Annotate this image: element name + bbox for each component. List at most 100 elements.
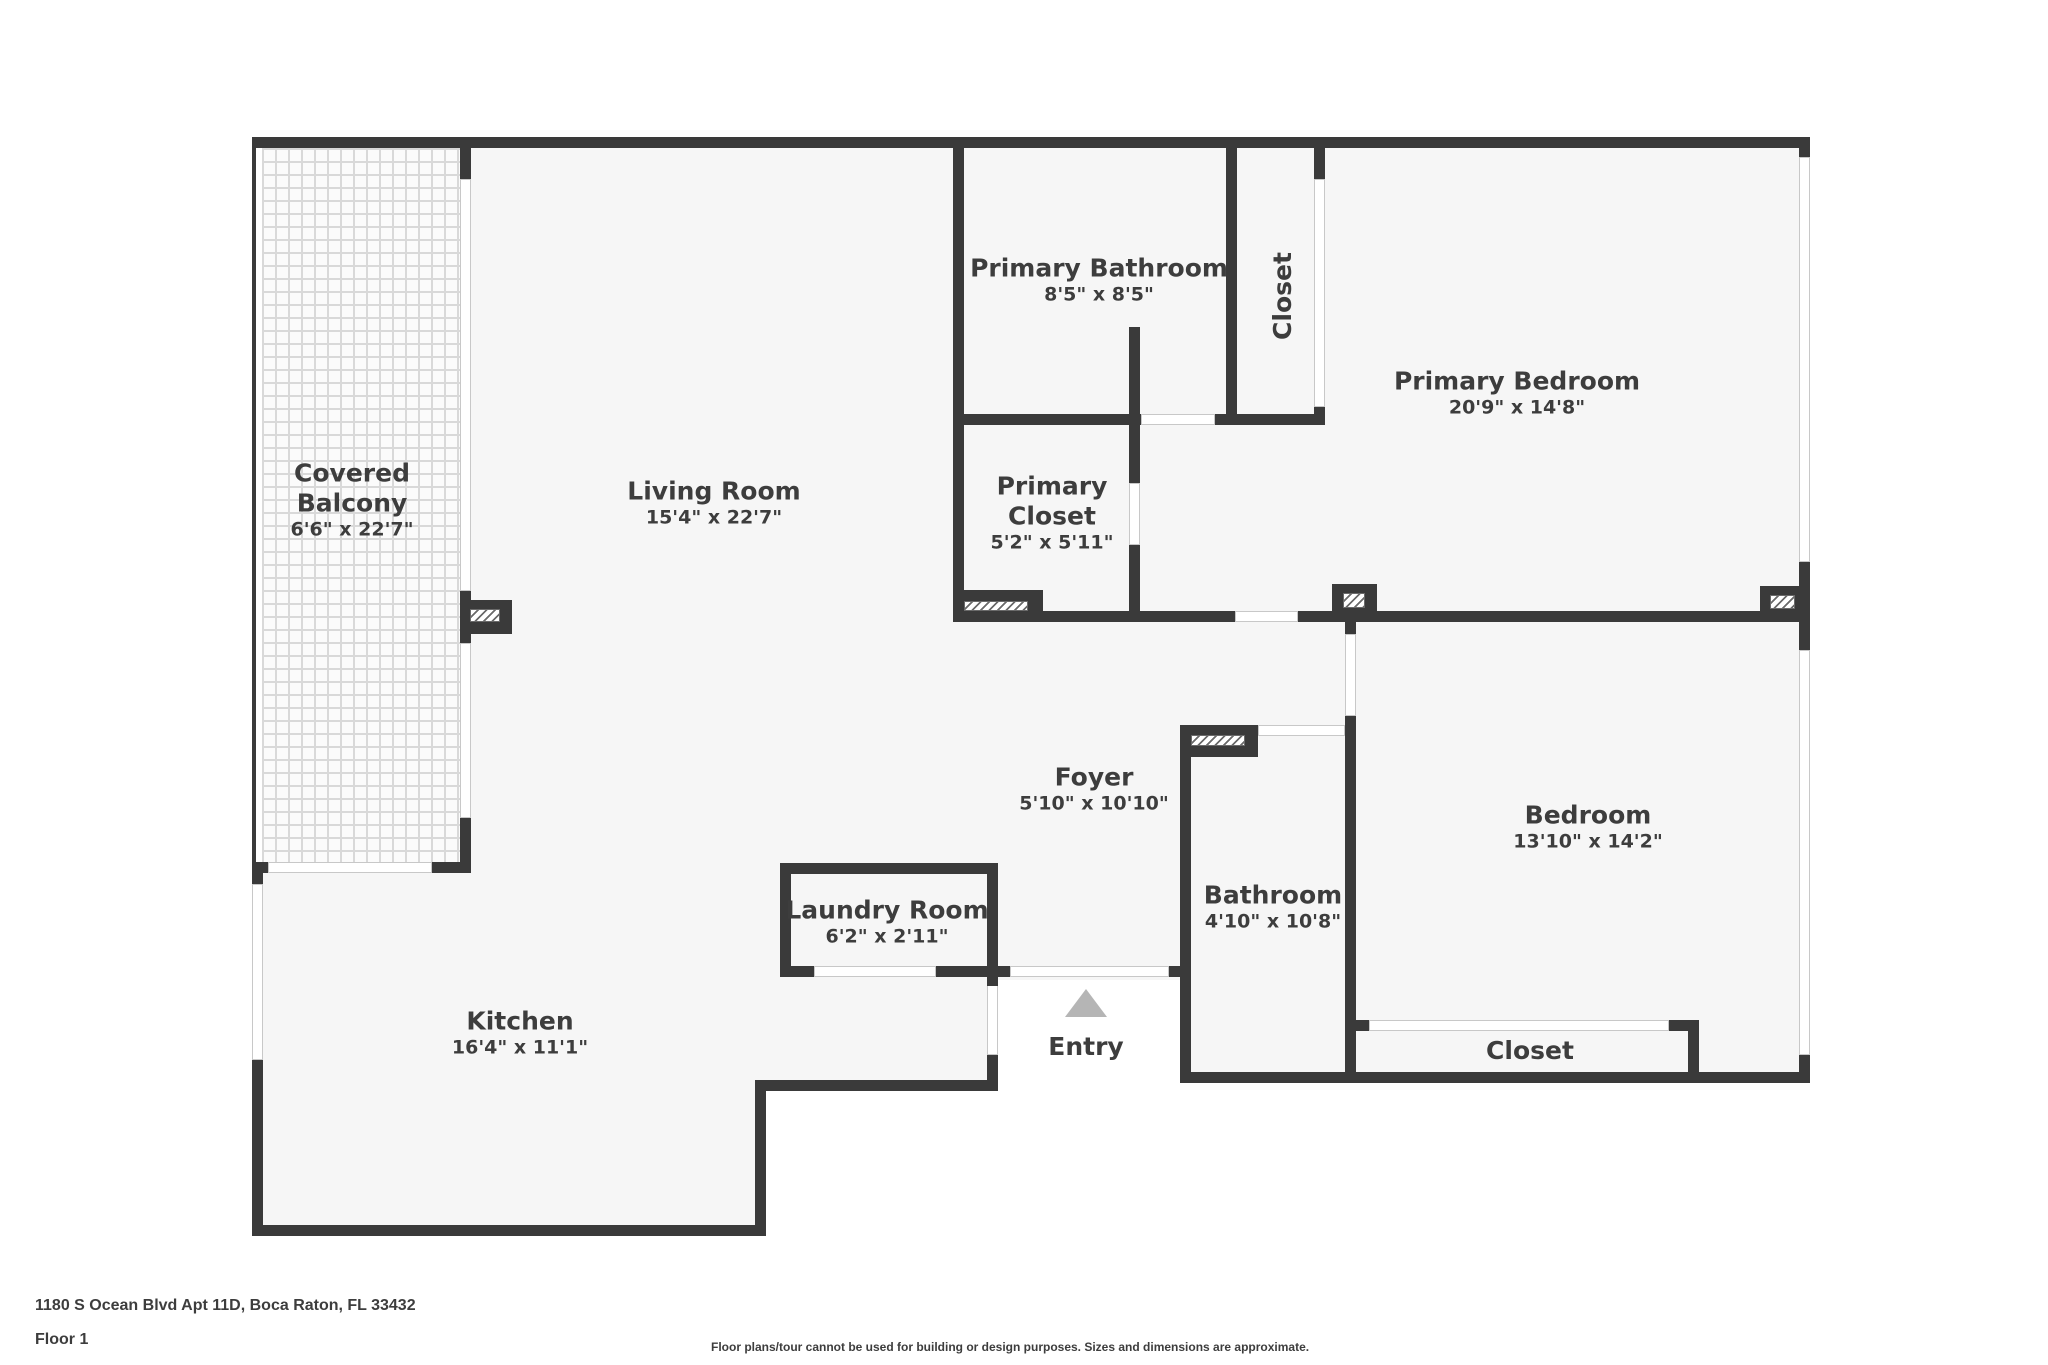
laundry-door <box>814 966 936 977</box>
wall-kitchen-step-horiz <box>755 1080 998 1091</box>
room-name: Primary <box>996 471 1108 501</box>
floor-label: Floor 1 <box>35 1331 89 1348</box>
room-dims: 5'10" x 10'10" <box>1019 792 1169 815</box>
wall-right-top <box>1799 137 1810 157</box>
wall-bedroom-bottom <box>1180 1072 1810 1083</box>
bathroom-floor <box>1190 730 1350 1075</box>
wall-primary-bath-right <box>1226 137 1237 425</box>
wall-middle-left <box>953 611 1235 622</box>
foyer-label: Foyer 5'10" x 10'10" <box>1019 763 1168 816</box>
primary-bedroom-label: Primary Bedroom 20'9" x 14'8" <box>1394 367 1640 420</box>
room-name: Primary Bedroom <box>1393 366 1641 396</box>
bedroom-door <box>1345 634 1356 716</box>
column-1-hatch <box>1343 593 1365 608</box>
kitchen-floor <box>263 873 763 1228</box>
entry-arrow-icon <box>1065 989 1107 1017</box>
wall-primary-closet-right-bottom <box>1129 545 1140 622</box>
bathroom-door <box>1258 725 1345 736</box>
closet-vertical-label: Closet <box>1268 252 1298 340</box>
wall-laundry-bottom-right <box>936 966 998 977</box>
wall-balcony-bottom-left <box>252 862 268 873</box>
laundry-room-label: Laundry Room 6'2" x 2'11" <box>785 896 988 949</box>
primary-bedroom-window <box>1799 157 1810 562</box>
wall-closet-top-right <box>1669 1020 1699 1031</box>
address: 1180 S Ocean Blvd Apt 11D, Boca Raton, F… <box>35 1297 416 1314</box>
wall-primary-bath-left <box>953 137 964 622</box>
wall-kitchen-step-vert <box>755 1080 766 1236</box>
wall-primary-bath-stub <box>1129 327 1140 415</box>
primary-closet-label: Primary Closet 5'2" x 5'11" <box>990 472 1113 555</box>
entry-door[interactable] <box>1010 966 1169 977</box>
primary-closet-hatch <box>964 601 1028 611</box>
balcony-column-hatch <box>470 609 500 622</box>
wall-closet-right <box>1688 1020 1699 1083</box>
wall-primary-bath-bottom <box>953 414 1141 425</box>
wall-left-kitchen-upper <box>252 866 263 884</box>
wall-closet-top-left <box>1352 1020 1369 1031</box>
room-name: Bedroom <box>1524 800 1652 830</box>
column-2-hatch <box>1770 595 1795 609</box>
room-name: Balcony <box>296 488 408 518</box>
wall-kitchen-entry-vert <box>987 1055 998 1091</box>
bedroom-floor <box>1352 620 1802 1075</box>
disclaimer: Floor plans/tour cannot be used for buil… <box>711 1340 1310 1354</box>
entry-label: Entry <box>1048 1032 1123 1062</box>
wall-closet-right-bottom <box>1314 407 1325 425</box>
room-name: Closet <box>1268 252 1297 340</box>
wall-laundry-top <box>780 863 998 874</box>
bedroom-closet-label: Closet <box>1486 1036 1574 1066</box>
room-dims: 16'4" x 11'1" <box>451 1036 589 1059</box>
room-dims: 6'6" x 22'7" <box>290 518 414 541</box>
bathroom-hatch <box>1191 735 1245 746</box>
primary-bathroom-label: Primary Bathroom 8'5" x 8'5" <box>970 254 1228 307</box>
wall-closet-right-top <box>1314 137 1325 179</box>
bedroom-label: Bedroom 13'10" x 14'2" <box>1513 801 1662 854</box>
room-name: Covered <box>294 458 410 488</box>
wall-primary-bath-bottom-right <box>1215 414 1325 425</box>
balcony-kitchen-window <box>268 862 432 873</box>
wall-left-kitchen <box>252 1060 263 1236</box>
room-dims: 20'9" x 14'8" <box>1448 396 1586 419</box>
room-dims: 5'2" x 5'11" <box>990 531 1114 554</box>
primary-bedroom-door <box>1235 611 1298 622</box>
wall-bathroom-left <box>1180 725 1191 1083</box>
kitchen-window <box>252 884 263 1060</box>
room-name: Living Room <box>627 476 801 506</box>
covered-balcony-floor <box>262 148 462 866</box>
room-dims: 4'10" x 10'8" <box>1204 910 1342 933</box>
room-name: Closet <box>1008 501 1096 531</box>
primary-bedroom-floor <box>1130 148 1802 613</box>
wall-laundry-left <box>780 863 791 977</box>
room-name: Closet <box>1486 1036 1574 1065</box>
closet-door <box>1314 179 1325 407</box>
room-name: Primary Bathroom <box>970 253 1228 283</box>
bathroom-label: Bathroom 4'10" x 10'8" <box>1204 881 1342 934</box>
room-dims: 8'5" x 8'5" <box>1044 283 1154 306</box>
wall-balcony-right-top <box>460 137 471 179</box>
room-name: Kitchen <box>466 1006 574 1036</box>
wall-bedroom-left <box>1345 716 1356 1083</box>
laundry-floor <box>790 873 990 973</box>
living-room-label: Living Room 15'4" x 22'7" <box>627 477 800 530</box>
wall-primary-closet-right-top <box>1129 425 1140 483</box>
room-name: Bathroom <box>1203 880 1343 910</box>
room-name: Laundry Room <box>785 895 989 925</box>
wall-laundry-bottom-left <box>780 966 814 977</box>
primary-closet-door <box>1129 483 1140 545</box>
room-name: Foyer <box>1054 762 1134 792</box>
kitchen-floor-ext <box>760 975 990 1085</box>
covered-balcony-label: Covered Balcony 6'6" x 22'7" <box>290 459 413 542</box>
bedroom-closet-door <box>1369 1020 1669 1031</box>
wall-balcony-bottom-right <box>432 862 471 873</box>
balcony-slider-2 <box>460 643 471 818</box>
wall-kitchen-entry-vert-top <box>987 970 998 986</box>
bedroom-window <box>1799 650 1810 1055</box>
primary-bath-door <box>1141 414 1215 425</box>
wall-left-balcony <box>252 137 256 873</box>
balcony-slider <box>460 179 471 591</box>
entry-text: Entry <box>1048 1032 1124 1061</box>
wall-entry-left-post <box>998 966 1010 977</box>
wall-laundry-right <box>987 863 998 977</box>
wall-right-bottom <box>1799 1055 1810 1083</box>
